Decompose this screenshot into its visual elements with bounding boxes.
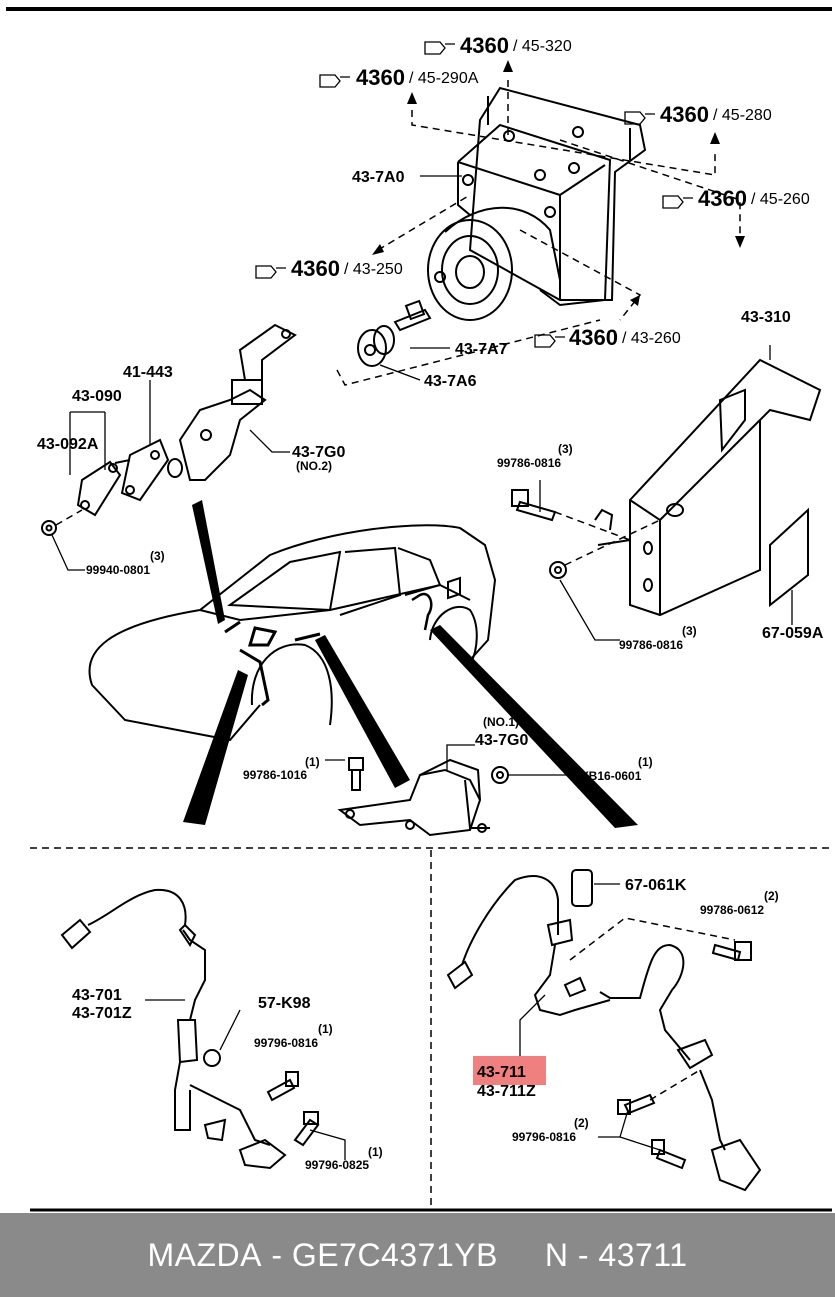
label-no1: (NO.1): [483, 715, 519, 729]
label-43-7g0-no1: 43-7G0: [475, 732, 528, 749]
label-43-701z: 43-701Z: [72, 1005, 132, 1022]
ref-number: 4360: [356, 65, 405, 90]
ref-number: 4360: [698, 186, 747, 211]
pointing-hand-icon: [662, 195, 693, 209]
bolt-99796-0825: [293, 1111, 320, 1147]
ref-number: 4360: [460, 33, 509, 58]
label-99940-0801: 99940-0801: [86, 563, 150, 577]
ref-group-43-250: 4360 / 43-250: [255, 256, 403, 281]
footer-catalog-number: 43711: [598, 1236, 688, 1273]
qty-99786-0816-lower: (3): [682, 624, 697, 638]
label-43-092a: 43-092A: [37, 436, 99, 453]
pointing-hand-icon: [534, 334, 565, 348]
pointing-hand-icon: [424, 41, 455, 55]
footer-bar: MAZDA - GE7C4371YB N - 43711: [0, 1213, 835, 1297]
bolt-99786-1016: [348, 757, 364, 791]
label-43-711[interactable]: 43-711: [477, 1064, 526, 1081]
label-41-443: 41-443: [123, 364, 173, 381]
ref-page: / 45-280: [713, 107, 772, 124]
footer-separator-2: -: [577, 1236, 590, 1273]
label-43-7a0: 43-7A0: [352, 169, 405, 186]
ref-group-45-320: 4360 / 45-320: [424, 33, 572, 58]
nut-9yb16-0601: [491, 766, 509, 784]
pointing-hand-icon: [624, 111, 655, 125]
ref-page: / 43-250: [344, 261, 403, 278]
hydraulic-unit: [427, 86, 647, 321]
parts-diagram: 4360 / 45-320 4360 / 45-290A 4360 / 45-2…: [6, 7, 832, 1212]
bracket-43-310: [594, 358, 822, 617]
footer-n: N: [544, 1236, 569, 1273]
wheel-speed-sensor-43-711: [446, 869, 762, 1192]
ref-group-45-260: 4360 / 45-260: [662, 186, 810, 211]
label-43-090: 43-090: [72, 388, 122, 405]
label-67-061k: [571, 869, 593, 907]
label-9yb16-0601: 9YB16-0601: [574, 769, 642, 783]
label-99796-0816-right: 99796-0816: [512, 1130, 576, 1144]
bolt-99786-0612: [711, 941, 752, 962]
ref-group-45-280: 4360 / 45-280: [624, 102, 772, 127]
qty-99786-1016: (1): [305, 755, 320, 769]
footer-part-number: GE7C4371YB: [291, 1236, 498, 1273]
bolt-99796-0816-lower-right: [651, 1139, 687, 1170]
qty-99796-0825: (1): [368, 1145, 383, 1159]
qty-99796-0816-right: (2): [574, 1116, 589, 1130]
bolt-99796-0816-upper-right: [617, 1093, 656, 1115]
ref-page: / 43-260: [622, 330, 681, 347]
qty-9yb16-0601: (1): [638, 755, 653, 769]
label-99796-0816-left: 99796-0816: [254, 1036, 318, 1050]
label-99786-0612: 99786-0612: [700, 903, 764, 917]
ref-number: 4360: [569, 325, 618, 350]
bushing-43-7a6: [357, 325, 395, 367]
footer-brand: MAZDA: [147, 1236, 262, 1273]
plate-43-092a: [76, 460, 122, 517]
ref-page: / 45-320: [513, 38, 572, 55]
gasket-41-443: [120, 438, 170, 502]
bolt-43-7a7: [393, 299, 432, 332]
pointer-wedge-upper: [192, 500, 225, 624]
label-99786-0816-lower: 99786-0816: [619, 638, 683, 652]
label-43-7a6: 43-7A6: [424, 373, 477, 390]
label-67-059a: 67-059A: [762, 625, 824, 642]
qty-99786-0816-upper: (3): [558, 442, 573, 456]
qty-99796-0816-left: (1): [318, 1022, 333, 1036]
ref-group-45-290a: 4360 / 45-290A: [319, 65, 479, 90]
pointer-wedge-right: [430, 625, 638, 828]
sensor-bracket-43-7g0-no1: [337, 758, 490, 837]
label-99786-1016: 99786-1016: [243, 768, 307, 782]
pointing-hand-icon: [255, 265, 286, 279]
qty-99940-0801: (3): [150, 549, 165, 563]
pointer-wedge-left: [183, 670, 248, 825]
label-57-k98: 57-K98: [258, 995, 311, 1012]
footer-separator: -: [271, 1236, 283, 1273]
clip-57-k98: [203, 1049, 221, 1067]
label-43-7g0-no2: 43-7G0: [292, 444, 345, 461]
label-sheet-67-059a: [769, 507, 809, 608]
nut-99940-0801: [41, 520, 57, 536]
ref-number: 4360: [291, 256, 340, 281]
label-99796-0825: 99796-0825: [305, 1158, 369, 1172]
bolt-99796-0816-left: [266, 1071, 299, 1102]
label-43-7a7: 43-7A7: [455, 341, 508, 358]
wheel-speed-sensor-43-701: [60, 888, 287, 1170]
highlight-box-43-711: [473, 1056, 546, 1085]
pointing-hand-icon: [319, 74, 350, 88]
car-body: [88, 524, 497, 742]
ref-page: / 45-290A: [409, 70, 479, 87]
ref-number: 4360: [660, 102, 709, 127]
ref-page: / 45-260: [751, 191, 810, 208]
label-67-061k: 67-061K: [625, 877, 687, 894]
label-43-310: 43-310: [741, 309, 791, 326]
label-43-711z: 43-711Z: [477, 1083, 536, 1100]
ref-group-43-260: 4360 / 43-260: [534, 325, 681, 350]
bolt-99786-0816-upper: [511, 489, 557, 522]
label-99786-0816-upper: 99786-0816: [497, 456, 561, 470]
qty-99786-0612: (2): [764, 889, 779, 903]
sensor-bracket-43-7g0-no2: [167, 323, 297, 481]
pointer-wedge-center: [315, 635, 410, 788]
nut-99786-0816-lower: [549, 561, 567, 579]
label-no2: (NO.2): [296, 459, 332, 473]
label-43-701: 43-701: [72, 987, 122, 1004]
